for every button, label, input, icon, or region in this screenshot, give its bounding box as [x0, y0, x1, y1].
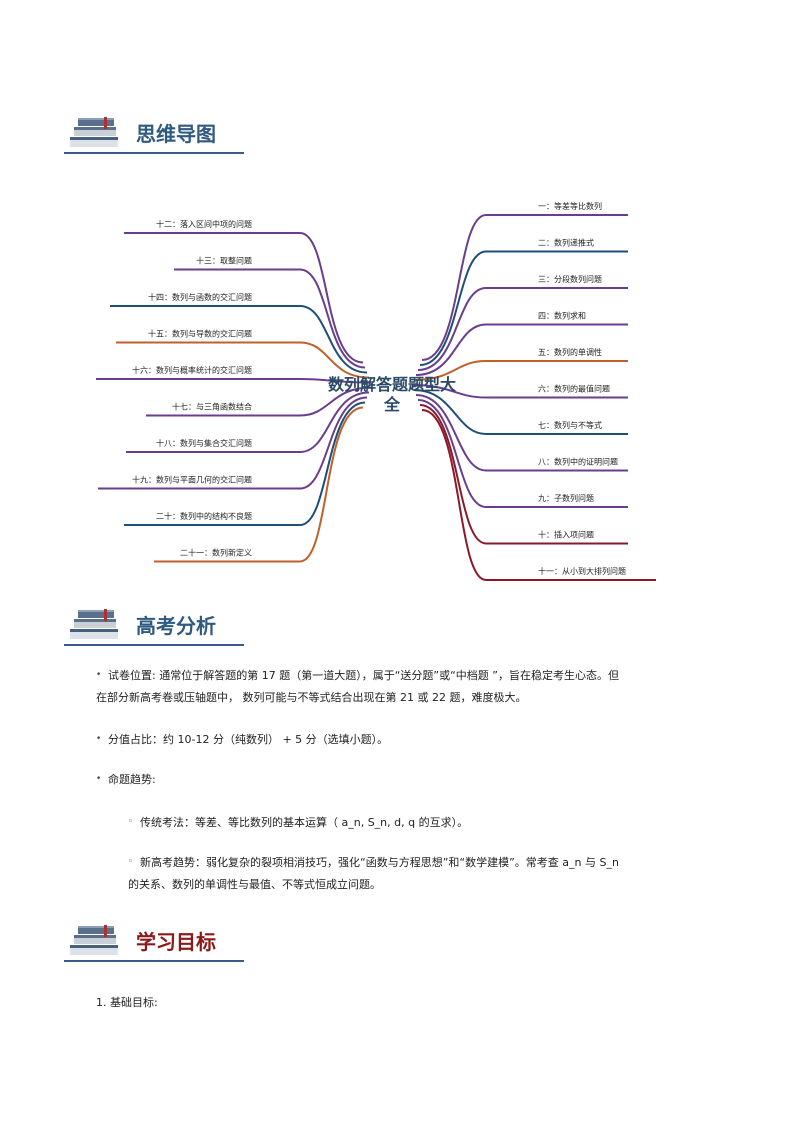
sub-bullet-icon: ◦ [128, 817, 134, 827]
books-icon [70, 925, 118, 955]
mindmap-label-left: 十三：取整问题 [196, 256, 252, 266]
mindmap-branch-left [110, 305, 368, 374]
mindmap-label-right: 一：等差等比数列 [538, 201, 602, 211]
mindmap-branch-right [417, 287, 628, 371]
section-title-mindmap: 思维导图 [136, 122, 216, 146]
analysis-sub-traditional: 传统考法：等差、等比数列的基本运算（ a_n, S_n, d, q 的互求）。 [140, 816, 469, 829]
analysis-item-trend: 命题趋势: [108, 773, 156, 786]
mindmap-label-left: 二十一：数列新定义 [180, 548, 252, 558]
mindmap-branch-left [116, 341, 370, 379]
bullet-icon: • [96, 774, 102, 784]
mindmap-branch-right [413, 389, 628, 435]
bullet-icon: • [96, 670, 102, 680]
analysis-item-score: 分值占比：约 10-12 分（纯数列） + 5 分（选填小题）。 [108, 733, 389, 746]
mindmap-label-left: 十二：落入区间中项的问题 [156, 219, 252, 229]
mindmap-label-right: 十：插入项问题 [538, 530, 594, 540]
mindmap-branch-left [146, 386, 372, 417]
analysis-item-position-line2: 在部分新高考卷或压轴题中， 数列可能与不等式结合出现在第 21 或 22 题，难… [96, 691, 527, 704]
books-icon [70, 117, 118, 147]
mindmap-label-right: 六：数列的最值问题 [538, 384, 610, 394]
mindmap-branch-left [124, 401, 366, 526]
mindmap-label-left: 十四：数列与函数的交汇问题 [148, 292, 252, 302]
mindmap-branch-left [174, 268, 366, 369]
mindmap-label-left: 十八：数列与集合交汇问题 [156, 438, 252, 448]
mindmap-branch-right [411, 384, 628, 399]
mindmap-label-right: 十一：从小到大排列问题 [538, 566, 626, 576]
mindmap-center-title-cont: 全 [383, 395, 401, 414]
mindmap-center-title: 数列解答题题型大 [328, 375, 456, 394]
mindmap-branch-left [154, 406, 364, 563]
section-divider [64, 644, 244, 646]
mindmap-branch-left [124, 232, 364, 364]
mindmap-branch-right [419, 250, 628, 366]
mindmap-label-left: 十六：数列与概率统计的交汇问题 [132, 365, 252, 375]
analysis-sub-new-line1: 新高考趋势：弱化复杂的裂项相消技巧，强化“函数与方程思想”和“数学建模”。常考查… [140, 856, 619, 869]
mindmap-branch-left [98, 396, 368, 490]
mindmap-label-right: 九：子数列问题 [538, 493, 594, 503]
goal-item-basic: 1. 基础目标: [96, 996, 158, 1009]
mindmap-branch-left [126, 391, 370, 453]
bullet-icon: • [96, 734, 102, 744]
mindmap: 一：等差等比数列二：数列递推式三：分段数列问题四：数列求和五：数列的单调性六：数… [96, 201, 656, 581]
section-title-goals: 学习目标 [136, 930, 216, 954]
section-divider [64, 152, 244, 154]
mindmap-label-left: 十七：与三角函数结合 [172, 402, 252, 412]
mindmap-label-left: 二十：数列中的结构不良题 [156, 511, 252, 521]
mindmap-branch-right [417, 399, 628, 508]
mindmap-label-right: 三：分段数列问题 [538, 274, 602, 284]
sub-bullet-icon: ◦ [128, 857, 134, 867]
books-icon [70, 609, 118, 639]
mindmap-label-right: 五：数列的单调性 [538, 347, 602, 357]
section-header-analysis: 高考分析 [64, 604, 244, 646]
mindmap-branch-right [415, 323, 628, 376]
mindmap-label-left: 十五：数列与导数的交汇问题 [148, 329, 252, 339]
mindmap-label-right: 八：数列中的证明问题 [538, 457, 618, 467]
mindmap-branch-right [421, 214, 628, 361]
mindmap-label-right: 七：数列与不等式 [538, 420, 602, 430]
section-header-goals: 学习目标 [64, 920, 244, 962]
mindmap-branch-right [415, 394, 628, 472]
analysis-item-position-line1: 试卷位置: 通常位于解答题的第 17 题（第一道大题），属于“送分题”或“中档题… [108, 669, 619, 682]
section-title-analysis: 高考分析 [136, 614, 216, 638]
mindmap-label-left: 十九：数列与平面几何的交汇问题 [132, 475, 252, 485]
mindmap-branch-right [413, 360, 628, 381]
mindmap-branch-right [421, 409, 656, 581]
mindmap-label-right: 四：数列求和 [538, 311, 586, 321]
section-divider [64, 960, 244, 962]
mindmap-branch-left [96, 378, 372, 384]
section-header-mindmap: 思维导图 [64, 112, 244, 154]
mindmap-label-right: 二：数列递推式 [538, 238, 594, 248]
analysis-sub-new-line2: 的关系、数列的单调性与最值、不等式恒成立问题。 [128, 878, 381, 891]
mindmap-branch-right [419, 404, 628, 545]
